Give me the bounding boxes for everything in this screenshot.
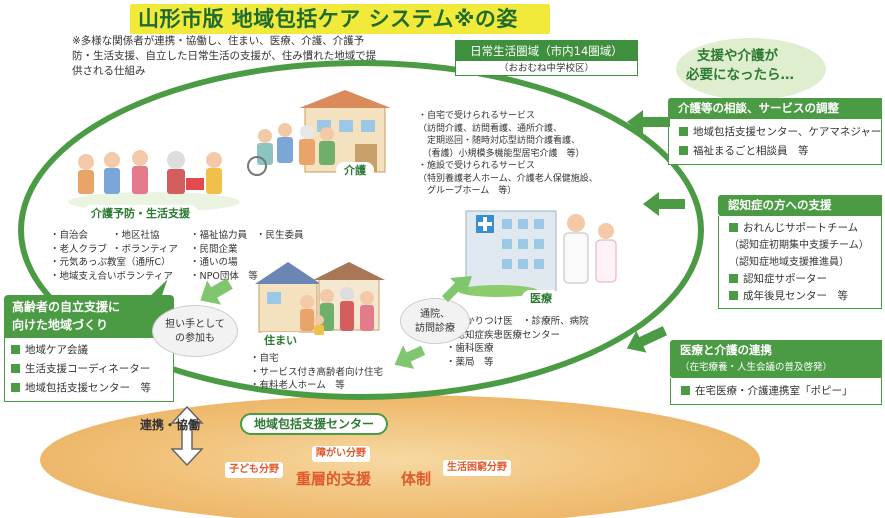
bullet-icon [11,364,20,373]
list-item: 地域包括支援センター、ケアマネジャー [679,123,881,142]
list-item: （認知症地域支援推進員） [729,257,849,268]
yobo-col4: ・民生委員 [256,230,304,241]
tsuin-text: 通院、訪問診療 [415,309,455,334]
tsuin-bubble [400,298,470,344]
renkei-label: 連携・協働 [139,418,200,432]
medical-care-panel-head: 医療と介護の連携 （在宅療養・人生会議の普及啓発） [670,340,882,378]
list-item: 在宅医療・介護連携室「ポピー」 [681,382,875,401]
yobo-illustration [68,150,240,210]
kaigo-illustration [247,90,391,176]
iryo-label: 医療 [522,290,560,306]
help-cloud [676,38,826,100]
bullet-icon [11,345,20,354]
medical-care-panel-body: 在宅医療・介護連携室「ポピー」 [670,378,882,405]
ninaite-bubble [152,305,238,357]
list-item: 地域ケア会議 [11,341,167,360]
yobo-col2: ・地区社協・ボランティア [112,230,178,255]
arrow-medical-icon [626,326,668,353]
area-title: 日常生活圏域（市内14圏域） [456,41,637,61]
bullet-icon [681,386,690,395]
page-title: 山形市版 地域包括ケア システム※の姿 [138,7,518,31]
left-arrow-icon [149,279,168,313]
center-label: 地域包括支援センター [240,413,388,435]
dementia-panel-body: おれんじサポートチーム （認知症初期集中支援チーム） （認知症地域支援推進員） … [718,216,882,309]
arrow-dementia-icon [643,192,685,216]
inner-arrow-down-icon [394,345,426,369]
area-box: 日常生活圏域（市内14圏域） （おおむね中学校区） [455,40,638,76]
kaigo-list: ・自宅で受けられるサービス （訪問介護、訪問看護、通所介護、 定期巡回・随時対応… [418,111,598,196]
iryo-list: ・かかりつけ医 ・診療所、病院・認知症疾患医療センター・歯科医療・薬局 等 [446,316,589,368]
list-item: （認知症初期集中支援チーム） [729,240,869,251]
list-item: 認知症サポーター [729,271,875,288]
list-item: 生活支援コーディネーター [11,360,167,379]
consult-panel: 介護等の相談、サービスの調整 地域包括支援センター、ケアマネジャー 福祉まるごと… [668,98,882,165]
shogai-tag: 障がい分野 [312,446,370,462]
bullet-icon [679,146,688,155]
sumai-list: ・自宅・サービス付き高齢者向け住宅・有料老人ホーム 等 [250,353,384,391]
seikatsu-tag: 生活困窮分野 [443,460,511,476]
double-arrow-icon [170,405,204,467]
yobo-label: 介護予防・生活支援 [83,205,198,221]
sumai-label: 住まい [256,332,305,348]
left-box-body: 地域ケア会議 生活支援コーディネーター 地域包括支援センター 等 [4,337,174,402]
sumai-illustration [255,262,385,335]
dementia-panel-head: 認知症の方への支援 [718,195,882,216]
consult-panel-body: 地域包括支援センター、ケアマネジャー 福祉まるごと相談員 等 [668,119,882,165]
bullet-icon [729,223,738,232]
dementia-panel: 認知症の方への支援 おれんじサポートチーム （認知症初期集中支援チーム） （認知… [718,195,882,309]
bullet-icon [729,274,738,283]
area-subtitle: （おおむね中学校区） [498,63,594,74]
list-item: 福祉まるごと相談員 等 [679,142,875,161]
juso-label: 重層的支援 体制 [296,470,432,488]
ninaite-text: 担い手としての参加も [165,319,225,344]
help-text-line1: 支援や介護が [697,48,778,64]
bullet-icon [11,383,20,392]
arrow-consult-icon [627,110,670,134]
kaigo-label: 介護 [336,162,374,178]
incoming-arrows [626,110,685,353]
medical-care-panel: 医療と介護の連携 （在宅療養・人生会議の普及啓発） 在宅医療・介護連携室「ポピー… [670,340,882,405]
yobo-col1: ・自治会・老人クラブ・元気あっぷ教室（通所C）・地域支え合いボランティア [50,230,173,282]
list-item: おれんじサポートチーム [729,220,875,237]
consult-panel-head: 介護等の相談、サービスの調整 [668,98,882,119]
title-highlight [130,4,550,34]
inner-arrow-up-icon [442,276,472,302]
bottom-support-band [40,395,760,518]
bullet-icon [679,127,688,136]
kodomo-tag: 子ども分野 [225,462,283,478]
list-item: 地域包括支援センター 等 [11,379,167,398]
help-text-line2: 必要になったら… [686,67,794,83]
inner-arrow-left-icon [200,278,233,305]
bullet-icon [729,291,738,300]
title-note: ※多様な関係者が連携・協働し、住まい、医療、介護、介護予防・生活支援、自立した日… [72,35,377,77]
iryo-illustration [458,210,617,297]
list-item: 成年後見センター 等 [729,288,875,305]
left-box-head: 高齢者の自立支援に 向けた地域づくり [4,295,174,337]
yobo-col3: ・福祉協力員・民間企業・通いの場・NPO団体 等 [190,230,258,282]
